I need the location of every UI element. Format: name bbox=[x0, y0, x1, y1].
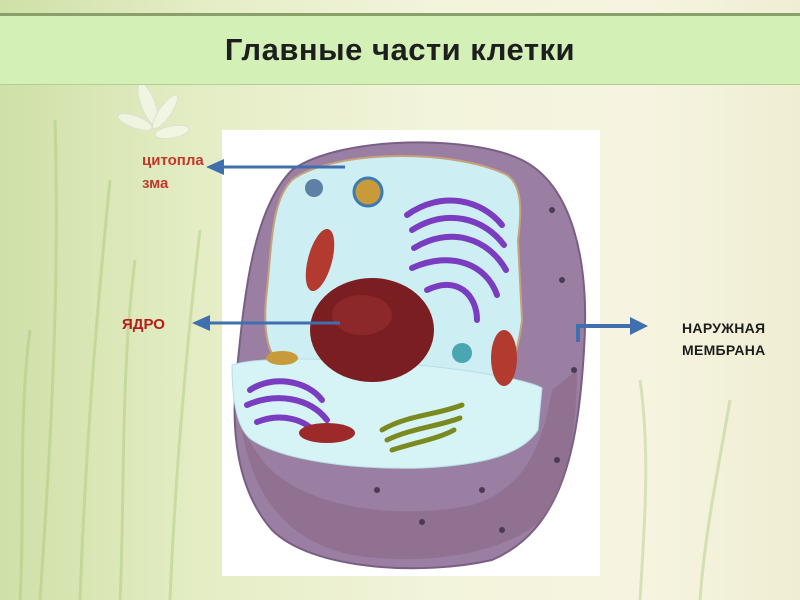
title-bar: Главные части клетки bbox=[0, 13, 800, 85]
page-title: Главные части клетки bbox=[224, 32, 576, 67]
nucleus-label: ЯДРО bbox=[122, 316, 165, 333]
flower-icon bbox=[117, 82, 190, 140]
golgi-apparatus bbox=[379, 402, 465, 453]
vacuole bbox=[305, 179, 323, 197]
membrane-arrow bbox=[576, 317, 648, 342]
mitochondrion bbox=[299, 423, 355, 443]
animal-cell-diagram bbox=[222, 130, 600, 576]
mitochondrion bbox=[305, 228, 335, 292]
vacuole bbox=[266, 351, 298, 365]
membrane-label: НАРУЖНАЯ МЕМБРАНА bbox=[682, 320, 766, 358]
lysosome bbox=[452, 343, 472, 363]
cytoplasm-label: цитоплазма bbox=[142, 152, 204, 192]
membrane-pores bbox=[374, 207, 577, 533]
membrane-shading bbox=[242, 370, 577, 560]
vacuole bbox=[352, 176, 384, 208]
nucleus-arrow bbox=[192, 315, 340, 331]
cytoplasm-arrow bbox=[206, 159, 345, 175]
nucleus-highlight bbox=[332, 295, 392, 335]
mitochondrion bbox=[491, 330, 517, 386]
